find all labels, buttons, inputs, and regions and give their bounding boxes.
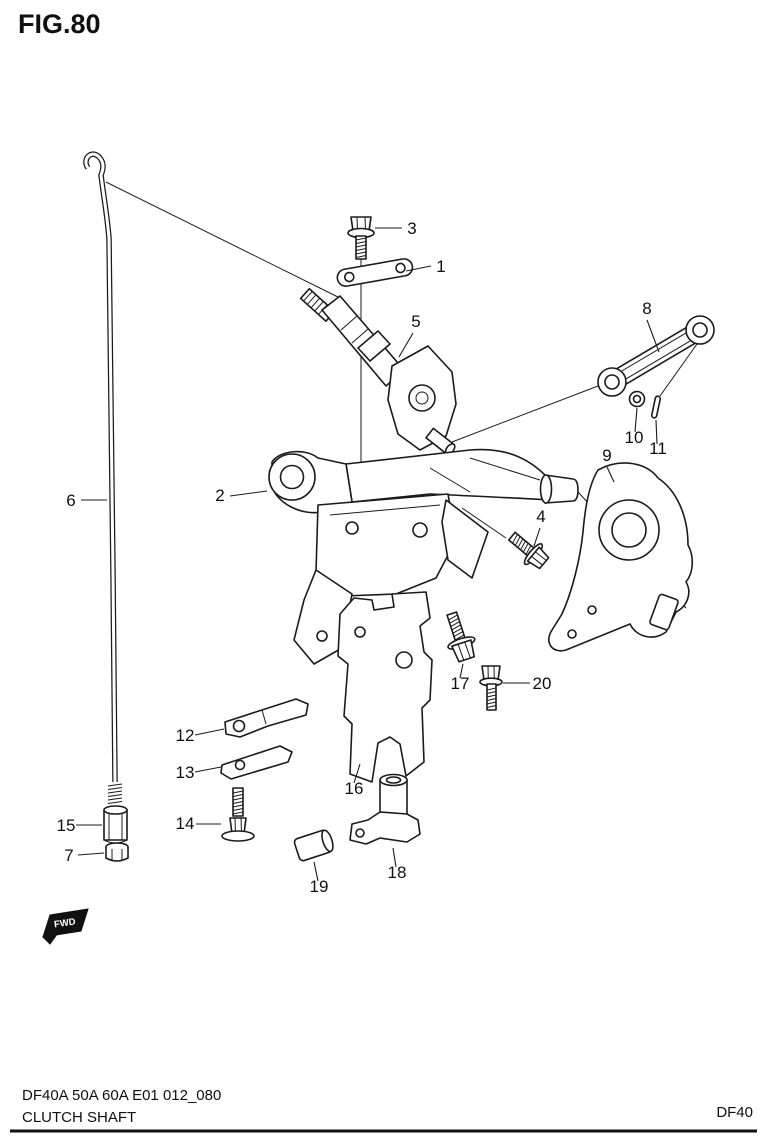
callout-7: 7 <box>64 846 73 865</box>
callout-15: 15 <box>57 816 76 835</box>
part-16-mounting-plate <box>337 591 433 783</box>
callout-19: 19 <box>310 877 329 896</box>
part-3-bolt <box>347 216 375 260</box>
part-7-nut <box>105 842 129 862</box>
callout-20: 20 <box>533 674 552 693</box>
callout-group-13: 13 <box>176 763 222 782</box>
callout-17: 17 <box>451 674 470 693</box>
callout-group-2: 2 <box>215 486 268 505</box>
part-15-spacer <box>103 805 128 844</box>
page-title: FIG.80 <box>18 9 101 39</box>
part-18-clamp-bracket <box>349 773 421 845</box>
footer-figure-name: CLUTCH SHAFT <box>22 1109 136 1126</box>
part-6-control-rod <box>83 151 123 804</box>
callout-5: 5 <box>411 312 420 331</box>
callout-4: 4 <box>536 507 545 526</box>
part-9-cover-bracket <box>548 462 694 652</box>
part-19-bushing <box>293 829 334 862</box>
callout-group-12: 12 <box>176 726 225 745</box>
callout-group-7: 7 <box>64 846 105 865</box>
callout-13: 13 <box>176 763 195 782</box>
callout-2: 2 <box>215 486 224 505</box>
callout-12: 12 <box>176 726 195 745</box>
part-10-washer <box>628 390 646 408</box>
part-13-flat-strip <box>220 745 293 780</box>
part-1-lever-plate <box>336 258 414 287</box>
part-14-bolt <box>221 787 255 842</box>
callout-group-9: 9 <box>602 446 615 483</box>
callout-group-5: 5 <box>398 312 421 358</box>
callout-group-17: 17 <box>451 663 470 693</box>
footer-model: DF40 <box>716 1104 753 1121</box>
fwd-marker: FWD <box>42 908 89 945</box>
callout-8: 8 <box>642 299 651 318</box>
callout-16: 16 <box>345 779 364 798</box>
part-8-link-rod <box>597 315 715 397</box>
part-20-bolt <box>479 665 503 711</box>
callout-14: 14 <box>176 814 195 833</box>
fwd-label: FWD <box>53 917 76 931</box>
part-17-bolt <box>446 611 476 663</box>
callout-10: 10 <box>625 428 644 447</box>
part-12-bracket-strip <box>224 698 309 738</box>
part-11-pin <box>650 395 662 419</box>
part-2-bracket <box>268 448 579 665</box>
callout-group-15: 15 <box>57 816 102 835</box>
callout-group-11: 11 <box>649 419 667 458</box>
callout-group-1: 1 <box>405 257 446 276</box>
callout-18: 18 <box>388 863 407 882</box>
footer: DF40A 50A 60A E01 012_080 CLUTCH SHAFT D… <box>10 1087 757 1133</box>
callout-group-18: 18 <box>388 847 407 882</box>
callout-group-20: 20 <box>503 674 551 693</box>
callout-group-3: 3 <box>375 219 417 238</box>
callout-group-8: 8 <box>642 299 660 353</box>
callout-group-19: 19 <box>310 861 329 896</box>
callouts: 1 2 3 4 5 6 7 8 9 10 11 12 13 14 15 16 1… <box>57 219 667 896</box>
callout-11: 11 <box>649 439 667 458</box>
callout-6: 6 <box>66 491 75 510</box>
callout-group-10: 10 <box>625 407 644 447</box>
callout-3: 3 <box>407 219 416 238</box>
callout-group-16: 16 <box>345 763 364 798</box>
part-4-bolt <box>507 531 550 570</box>
callout-group-6: 6 <box>66 491 107 510</box>
callout-group-4: 4 <box>533 507 546 547</box>
footer-part-code: DF40A 50A 60A E01 012_080 <box>22 1087 221 1104</box>
callout-1: 1 <box>436 257 445 276</box>
part-5-clutch-shaft-assembly <box>299 287 457 456</box>
callout-9: 9 <box>602 446 611 465</box>
callout-group-14: 14 <box>176 814 221 833</box>
